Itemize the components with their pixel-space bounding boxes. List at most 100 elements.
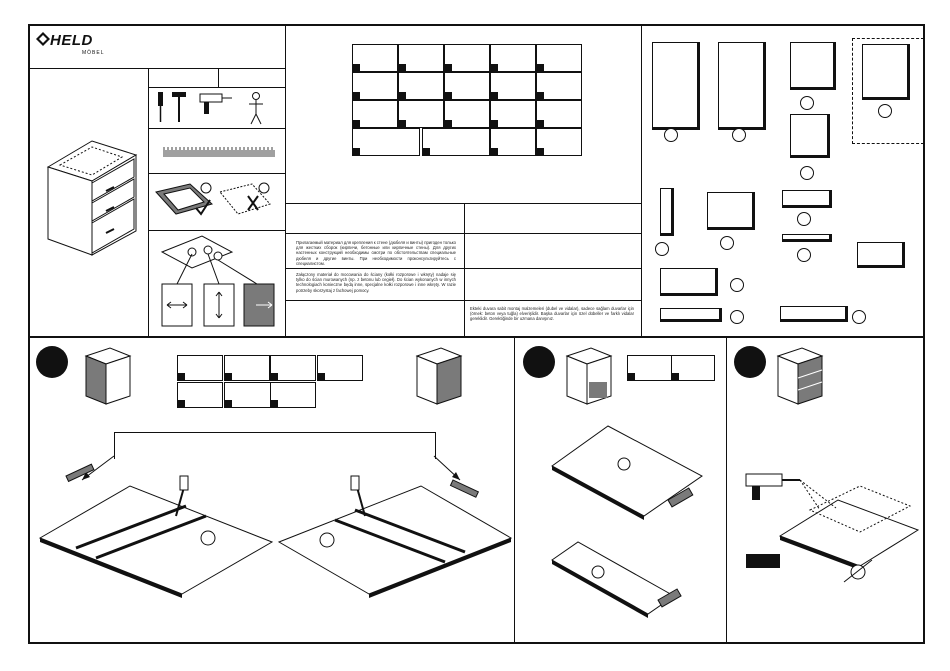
hardware-part-box [270,355,316,381]
step-1-cabinet-thumbnail-alt [415,347,463,405]
brand-emblem-icon [36,32,50,46]
part-marker [225,373,232,380]
panel-part [718,42,766,130]
instruction-sheet-frame [28,24,925,644]
hardware-part-box [536,128,582,156]
wall-fixing-note-tr: Ekteki duvara sabit montaj malzemeleri (… [470,306,634,322]
part-marker [178,400,185,407]
brand-name: HELD [50,32,93,49]
hardware-part-box [627,355,673,381]
cell-divider [218,68,219,87]
part-marker [271,400,278,407]
tools-row [158,92,263,125]
step-1-callout-bracket [114,432,436,459]
column-divider [726,336,727,643]
row-divider [148,173,285,174]
part-number-circle [852,310,866,324]
part-number-circle [720,236,734,250]
part-marker [537,92,544,99]
row-divider [285,268,641,269]
panel-part [790,42,836,90]
step-2-top-panel [551,425,703,520]
hardware-part-box [490,100,536,128]
hardware-part-box [422,128,490,156]
hardware-part-box [490,72,536,100]
part-marker [399,64,406,71]
step-1-side-panel-right [277,475,513,598]
part-marker [225,400,232,407]
step-1-cabinet-thumbnail [84,347,132,405]
checkmark-icon [195,199,211,216]
row-divider [285,300,641,301]
part-marker [353,148,360,155]
column-divider [641,24,642,336]
step-2-marker [523,346,555,378]
hardware-part-box [490,44,536,72]
part-marker [399,120,406,127]
part-number-circle [800,166,814,180]
brand-logo: HELD MÖBEL [36,30,116,66]
step-3-marker [734,346,766,378]
part-number-circle [878,104,892,118]
hardware-part-box [536,100,582,128]
person-icon [249,92,263,125]
hardware-part-box [444,72,490,100]
floor-protection-illustration [155,182,271,216]
hardware-part-box [352,72,398,100]
screwdriver-icon [158,92,163,122]
step-1-side-panel-left [38,463,274,598]
cell-divider [148,68,149,336]
column-divider [514,336,515,643]
panel-part [782,190,832,208]
part-marker [537,120,544,127]
part-marker [491,92,498,99]
panel-part [782,234,832,242]
step-3-drilling-illustration [745,473,920,583]
part-number-circle [730,278,744,292]
part-marker [537,148,544,155]
hardware-part-box [398,44,444,72]
part-marker [445,92,452,99]
part-number-circle [664,128,678,142]
step-2-cabinet-thumbnail [565,347,613,405]
step-3-cabinet-thumbnail [776,347,824,405]
part-marker [445,64,452,71]
part-marker [353,64,360,71]
scale-strip [163,147,275,157]
sad-face-icon [258,182,270,194]
hardware-part-box [490,128,536,156]
row-divider [148,128,285,129]
cabinet-overview-illustration [46,140,138,256]
part-marker [353,120,360,127]
hardware-part-box [536,44,582,72]
panel-part [660,188,674,236]
panel-part [857,242,905,268]
hardware-part-box [177,355,223,381]
part-number-circle [797,248,811,262]
part-marker [491,120,498,127]
hardware-part-box [177,382,223,408]
part-marker [423,148,430,155]
panel-part [652,42,700,130]
cross-icon [247,195,259,211]
hardware-part-box [671,355,715,381]
panel-part [862,44,910,100]
hardware-part-box [352,100,398,128]
dowel-pack-icon [746,554,780,568]
hardware-part-box [317,355,363,381]
wall-fixing-note-pl: Załączony materiał do mocowania do ścian… [296,272,456,293]
hardware-part-box [398,72,444,100]
step-2-shelf-panel [551,541,682,618]
drill-icon [199,93,232,114]
step-1-marker [36,346,68,378]
part-marker [178,373,185,380]
row-divider [28,68,285,69]
part-marker [318,373,325,380]
hardware-part-box [270,382,316,408]
wall-fixing-note-ru: Прилагаемый материал для крепления к сте… [296,240,456,266]
brand-subtitle: MÖBEL [82,50,105,56]
part-marker [399,92,406,99]
hardware-part-box [536,72,582,100]
hardware-part-box [352,128,420,156]
part-marker [271,373,278,380]
